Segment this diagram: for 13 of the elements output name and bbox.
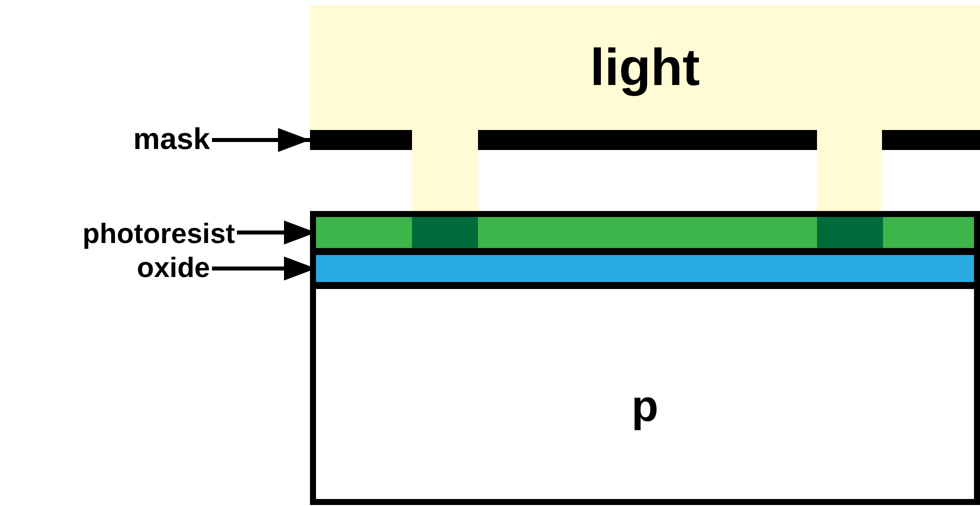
layer-label: mask [133,123,210,157]
substrate-box [310,211,980,505]
oxide-layer [316,255,974,282]
photoresist-layer [316,217,974,248]
light-area [310,5,980,130]
mask-bar [310,130,980,150]
leader-arrow [212,128,310,152]
light-label: light [590,38,700,98]
layer-label: oxide [136,252,210,284]
light-beam [412,150,478,211]
region-label: p [632,382,658,432]
light-beam [817,150,882,211]
layer-label: photoresist [82,218,235,250]
